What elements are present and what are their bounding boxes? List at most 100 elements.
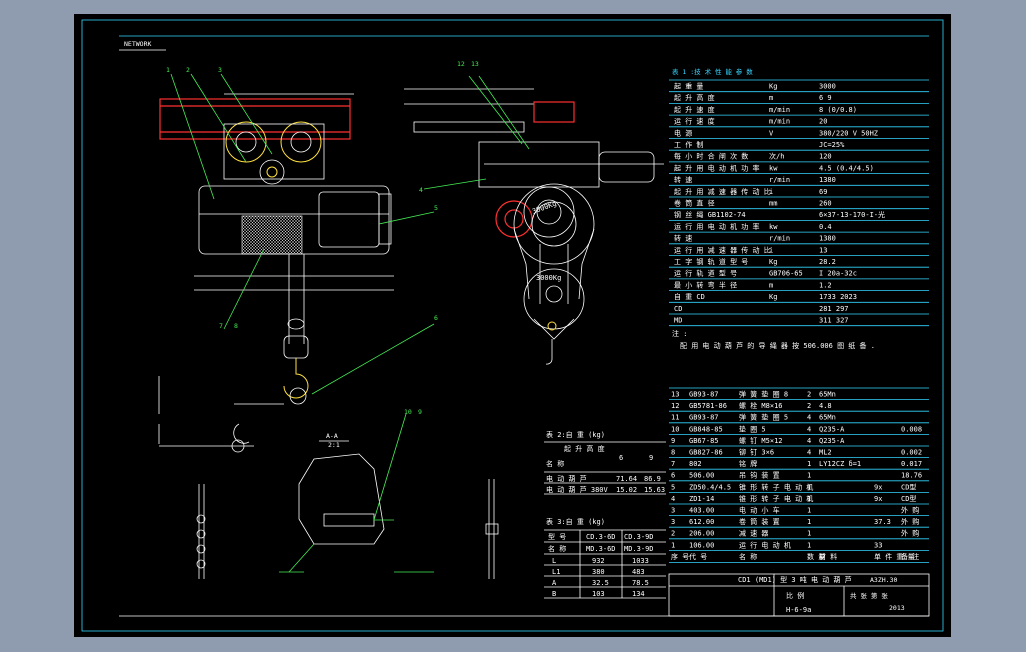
drum-label: 3000Kg: [531, 200, 558, 216]
svg-text:5: 5: [434, 204, 438, 212]
bom-cell: Q235-A: [819, 437, 845, 445]
param-table-title: 表 1 :技 术 性 能 参 数: [672, 67, 753, 76]
param-value: 20: [819, 118, 827, 126]
weight-header: 9: [649, 454, 653, 462]
title-name: CD1 (MD1) 型 3 吨 电 动 葫 芦: [738, 575, 852, 584]
bom-cell: ML2: [819, 449, 832, 457]
param-name: CD: [674, 305, 682, 313]
bom-cell: 1: [807, 460, 811, 468]
weight-name: 电 动 葫 芦: [546, 474, 587, 483]
param-name: 卷 筒 直 径: [674, 199, 715, 208]
bom-cell: 3: [671, 507, 675, 515]
weight2-cell: L1: [552, 568, 560, 576]
bom-cell: GB93-87: [689, 414, 719, 422]
param-unit: i: [769, 246, 773, 254]
bom-cell: GB93-87: [689, 391, 719, 399]
param-value: 380/220 V 50HZ: [819, 129, 878, 137]
param-unit: kw: [769, 223, 778, 231]
svg-text:7: 7: [219, 322, 223, 330]
callouts-front: 1 2 3 5 6 7 8: [166, 66, 438, 395]
bom-cell: 1: [807, 483, 811, 491]
svg-text:8: 8: [234, 322, 238, 330]
weight-value: 15.63: [644, 486, 665, 494]
section-aa: A-A 2:1 10 9: [279, 408, 434, 573]
weight2-cell: B: [552, 590, 556, 598]
title-mark: A3ZH.30: [870, 576, 897, 584]
bom-cell: 33: [874, 541, 882, 549]
bom-cell: 4: [807, 425, 811, 433]
param-unit: m/min: [769, 118, 790, 126]
param-name: 起 升 用 电 动 机 功 率: [674, 163, 760, 172]
param-unit: Kg: [769, 293, 777, 301]
bom-cell: 锥 形 转 子 电 动 机: [739, 494, 813, 503]
title-sheet: 共 张 第 张: [850, 591, 888, 600]
param-name: 自 重 CD: [674, 292, 705, 301]
bom-cell: 螺 钉 M5×12: [739, 436, 783, 445]
note-text: 配 用 电 动 葫 芦 的 导 绳 器 按 506.006 图 纸 备 .: [680, 341, 875, 350]
bom-cell: 2: [671, 530, 675, 538]
bom-cell: 0.008: [901, 425, 922, 433]
weight2-cell: 1033: [632, 557, 649, 565]
param-name: 起 升 高 度: [674, 93, 715, 102]
bom-cell: GB5781-86: [689, 402, 727, 410]
param-value: 69: [819, 188, 827, 196]
bom-cell: 106.00: [689, 541, 714, 549]
param-name: 每 小 时 合 闸 次 数: [674, 152, 748, 161]
param-name: 工 字 钢 轨 道 型 号: [674, 257, 748, 266]
bom-cell: 6: [671, 472, 675, 480]
bom-cell: 1: [807, 530, 811, 538]
param-value: 8 (0/0.8): [819, 106, 857, 114]
bom-cell: 吊 钩 装 置: [739, 471, 780, 480]
param-unit: Kg: [769, 83, 777, 91]
weight2-header: 名 称: [548, 544, 566, 553]
bom-cell: 1: [807, 541, 811, 549]
corner-note: NETWORK: [124, 40, 151, 48]
weight-value: 15.02: [616, 486, 637, 494]
param-value: 1.2: [819, 281, 832, 289]
weight2-cell: 134: [632, 590, 645, 598]
svg-text:12: 12: [457, 60, 465, 68]
param-value: 311 327: [819, 317, 849, 325]
bom-cell: 外 购: [901, 517, 919, 526]
weight-header: 起 升 高 度: [564, 444, 605, 453]
bom-cell: 弹 簧 垫 圈 8: [739, 390, 788, 399]
bom-cell: CD型: [901, 494, 916, 503]
weight-value: 71.64: [616, 475, 637, 483]
bom-header: 单 件 重 量: [874, 552, 915, 561]
param-unit: r/min: [769, 176, 790, 184]
weight-header: 名 称: [546, 459, 564, 468]
bom-header: 材 料: [819, 552, 837, 561]
param-value: 120: [819, 153, 832, 161]
svg-text:6: 6: [434, 314, 438, 322]
bom-cell: LY12CZ δ=1: [819, 460, 861, 468]
param-value: 6×37-13-170-I-光: [819, 210, 885, 219]
weight-header: 6: [619, 454, 623, 462]
bom-cell: 垫 圈 5: [739, 424, 766, 433]
param-value: 1380: [819, 176, 836, 184]
section-label: A-A: [326, 432, 338, 440]
bom-cell: ZD50.4/4.5: [689, 483, 731, 491]
weight2-cell: 932: [592, 557, 605, 565]
bom-cell: 外 购: [901, 529, 919, 538]
param-value: 3000: [819, 83, 836, 91]
bom-cell: ZD1-14: [689, 495, 714, 503]
param-unit: i: [769, 188, 773, 196]
param-name: 钢 丝 绳 GB1102-74: [674, 210, 746, 219]
param-name: 起 升 用 减 速 器 传 动 比: [674, 187, 771, 196]
bom-cell: 0.017: [901, 460, 922, 468]
svg-text:13: 13: [471, 60, 479, 68]
bom-cell: 65Mn: [819, 391, 836, 399]
bom-cell: 4: [671, 495, 675, 503]
drawing-sheet: NETWORK: [74, 14, 951, 637]
weight2-header: 型 号: [548, 532, 566, 541]
param-name: 工 作 制: [674, 140, 703, 149]
bom-cell: 206.00: [689, 530, 714, 538]
bom-cell: 1: [807, 507, 811, 515]
bom-cell: 1: [671, 541, 675, 549]
svg-text:1: 1: [166, 66, 170, 74]
bom-cell: 7: [671, 460, 675, 468]
bom-cell: 403.00: [689, 507, 714, 515]
bom-cell: 802: [689, 460, 702, 468]
